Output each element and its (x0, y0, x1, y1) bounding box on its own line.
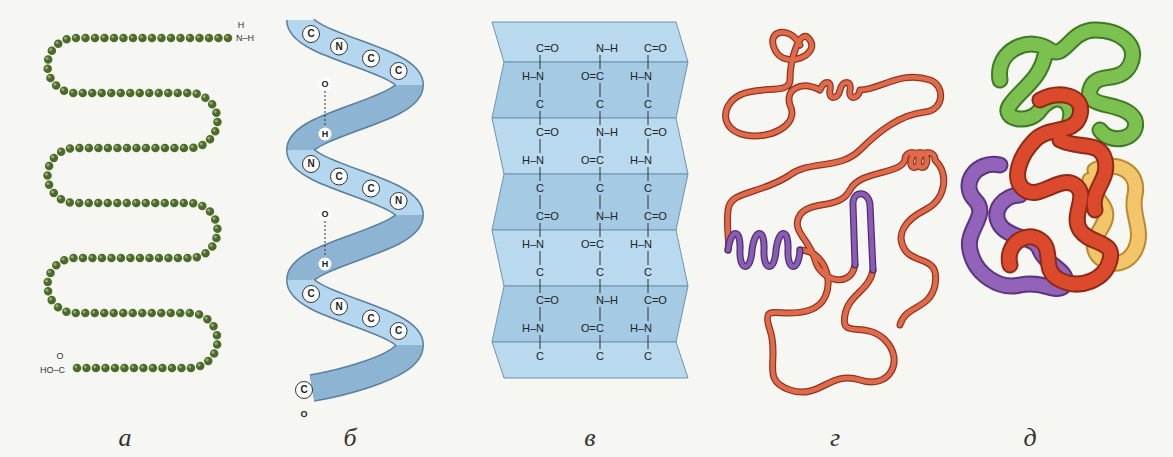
chemical-group: C=O (644, 43, 667, 54)
chemical-group: H–N (522, 239, 544, 250)
atom-symbol: N (335, 302, 342, 312)
atom-symbol: H (322, 260, 329, 269)
bead-highlight (46, 37, 227, 367)
chemical-group: O=C (581, 155, 604, 166)
chemical-group: C=O (536, 211, 559, 222)
atom-symbol: C (300, 385, 307, 395)
chemical-group: C (644, 183, 652, 194)
atom-circle (296, 26, 408, 399)
chemical-group: C (596, 183, 604, 194)
chemical-group: H–N (630, 155, 652, 166)
atom-symbol: C (307, 289, 314, 299)
chemical-group: C=O (644, 211, 667, 222)
atom-symbol: O (300, 410, 307, 419)
chemical-group: C (644, 267, 652, 278)
chemical-group: H–N (522, 155, 544, 166)
figure-letter: в (584, 425, 595, 451)
chemical-group: O=C (581, 323, 604, 334)
atom-symbol: N (395, 196, 402, 206)
chemical-group: C=O (536, 127, 559, 138)
atom-symbol: C (395, 66, 402, 76)
atom-symbol: O (321, 80, 328, 89)
chemical-group: C (536, 267, 544, 278)
helix-back (300, 85, 410, 388)
chemical-group: C (644, 351, 652, 362)
chemical-group: C=O (644, 127, 667, 138)
label-patch (319, 78, 332, 271)
atom-symbol: C (395, 326, 402, 336)
figure-letter: б (343, 425, 356, 451)
amino-acid-chain (46, 37, 228, 368)
tertiary-chain (726, 32, 944, 392)
terminal-group: N–H (236, 34, 254, 43)
chemical-group: H–N (522, 323, 544, 334)
chemical-group: C (536, 183, 544, 194)
chemical-group: C (596, 351, 604, 362)
atom-symbol: C (307, 29, 314, 39)
atom-symbol: N (307, 159, 314, 169)
atom-symbol: C (335, 172, 342, 182)
atom-symbol: C (367, 314, 374, 324)
chemical-group: C=O (644, 295, 667, 306)
chemical-group: C (536, 351, 544, 362)
chemical-group: O=C (581, 71, 604, 82)
chemical-group: H–N (522, 71, 544, 82)
chemical-group: N–H (596, 43, 618, 54)
figure-letter: г (830, 425, 840, 451)
hydrogen-bond (325, 91, 326, 257)
chemical-group: C (596, 99, 604, 110)
bead-chain (48, 38, 229, 368)
figure-letter: д (1023, 425, 1036, 451)
chemical-group: C (536, 99, 544, 110)
chemical-group: N–H (596, 211, 618, 222)
terminal-group: O (56, 352, 63, 361)
chemical-group: H–N (630, 239, 652, 250)
quaternary-subunits (969, 30, 1139, 289)
helix-front (300, 20, 410, 345)
alpha-helix (296, 20, 411, 399)
chemical-group: C (596, 267, 604, 278)
chemical-group: N–H (596, 127, 618, 138)
chemical-group: C (644, 99, 652, 110)
chemical-group: H–N (630, 71, 652, 82)
chemical-group: N–H (596, 295, 618, 306)
atom-symbol: C (367, 54, 374, 64)
chemical-group: C=O (536, 43, 559, 54)
atom-symbol: N (335, 42, 342, 52)
figure-letter: а (119, 425, 132, 451)
chemical-group: O=C (581, 239, 604, 250)
terminal-group: H (238, 21, 245, 30)
chemical-group: C=O (536, 295, 559, 306)
atom-symbol: C (367, 184, 374, 194)
chemical-group: H–N (630, 323, 652, 334)
beta-sheet (492, 22, 688, 378)
atom-symbol: O (321, 210, 328, 219)
atom-symbol: H (322, 130, 329, 139)
terminal-group: HO–C (40, 366, 65, 375)
